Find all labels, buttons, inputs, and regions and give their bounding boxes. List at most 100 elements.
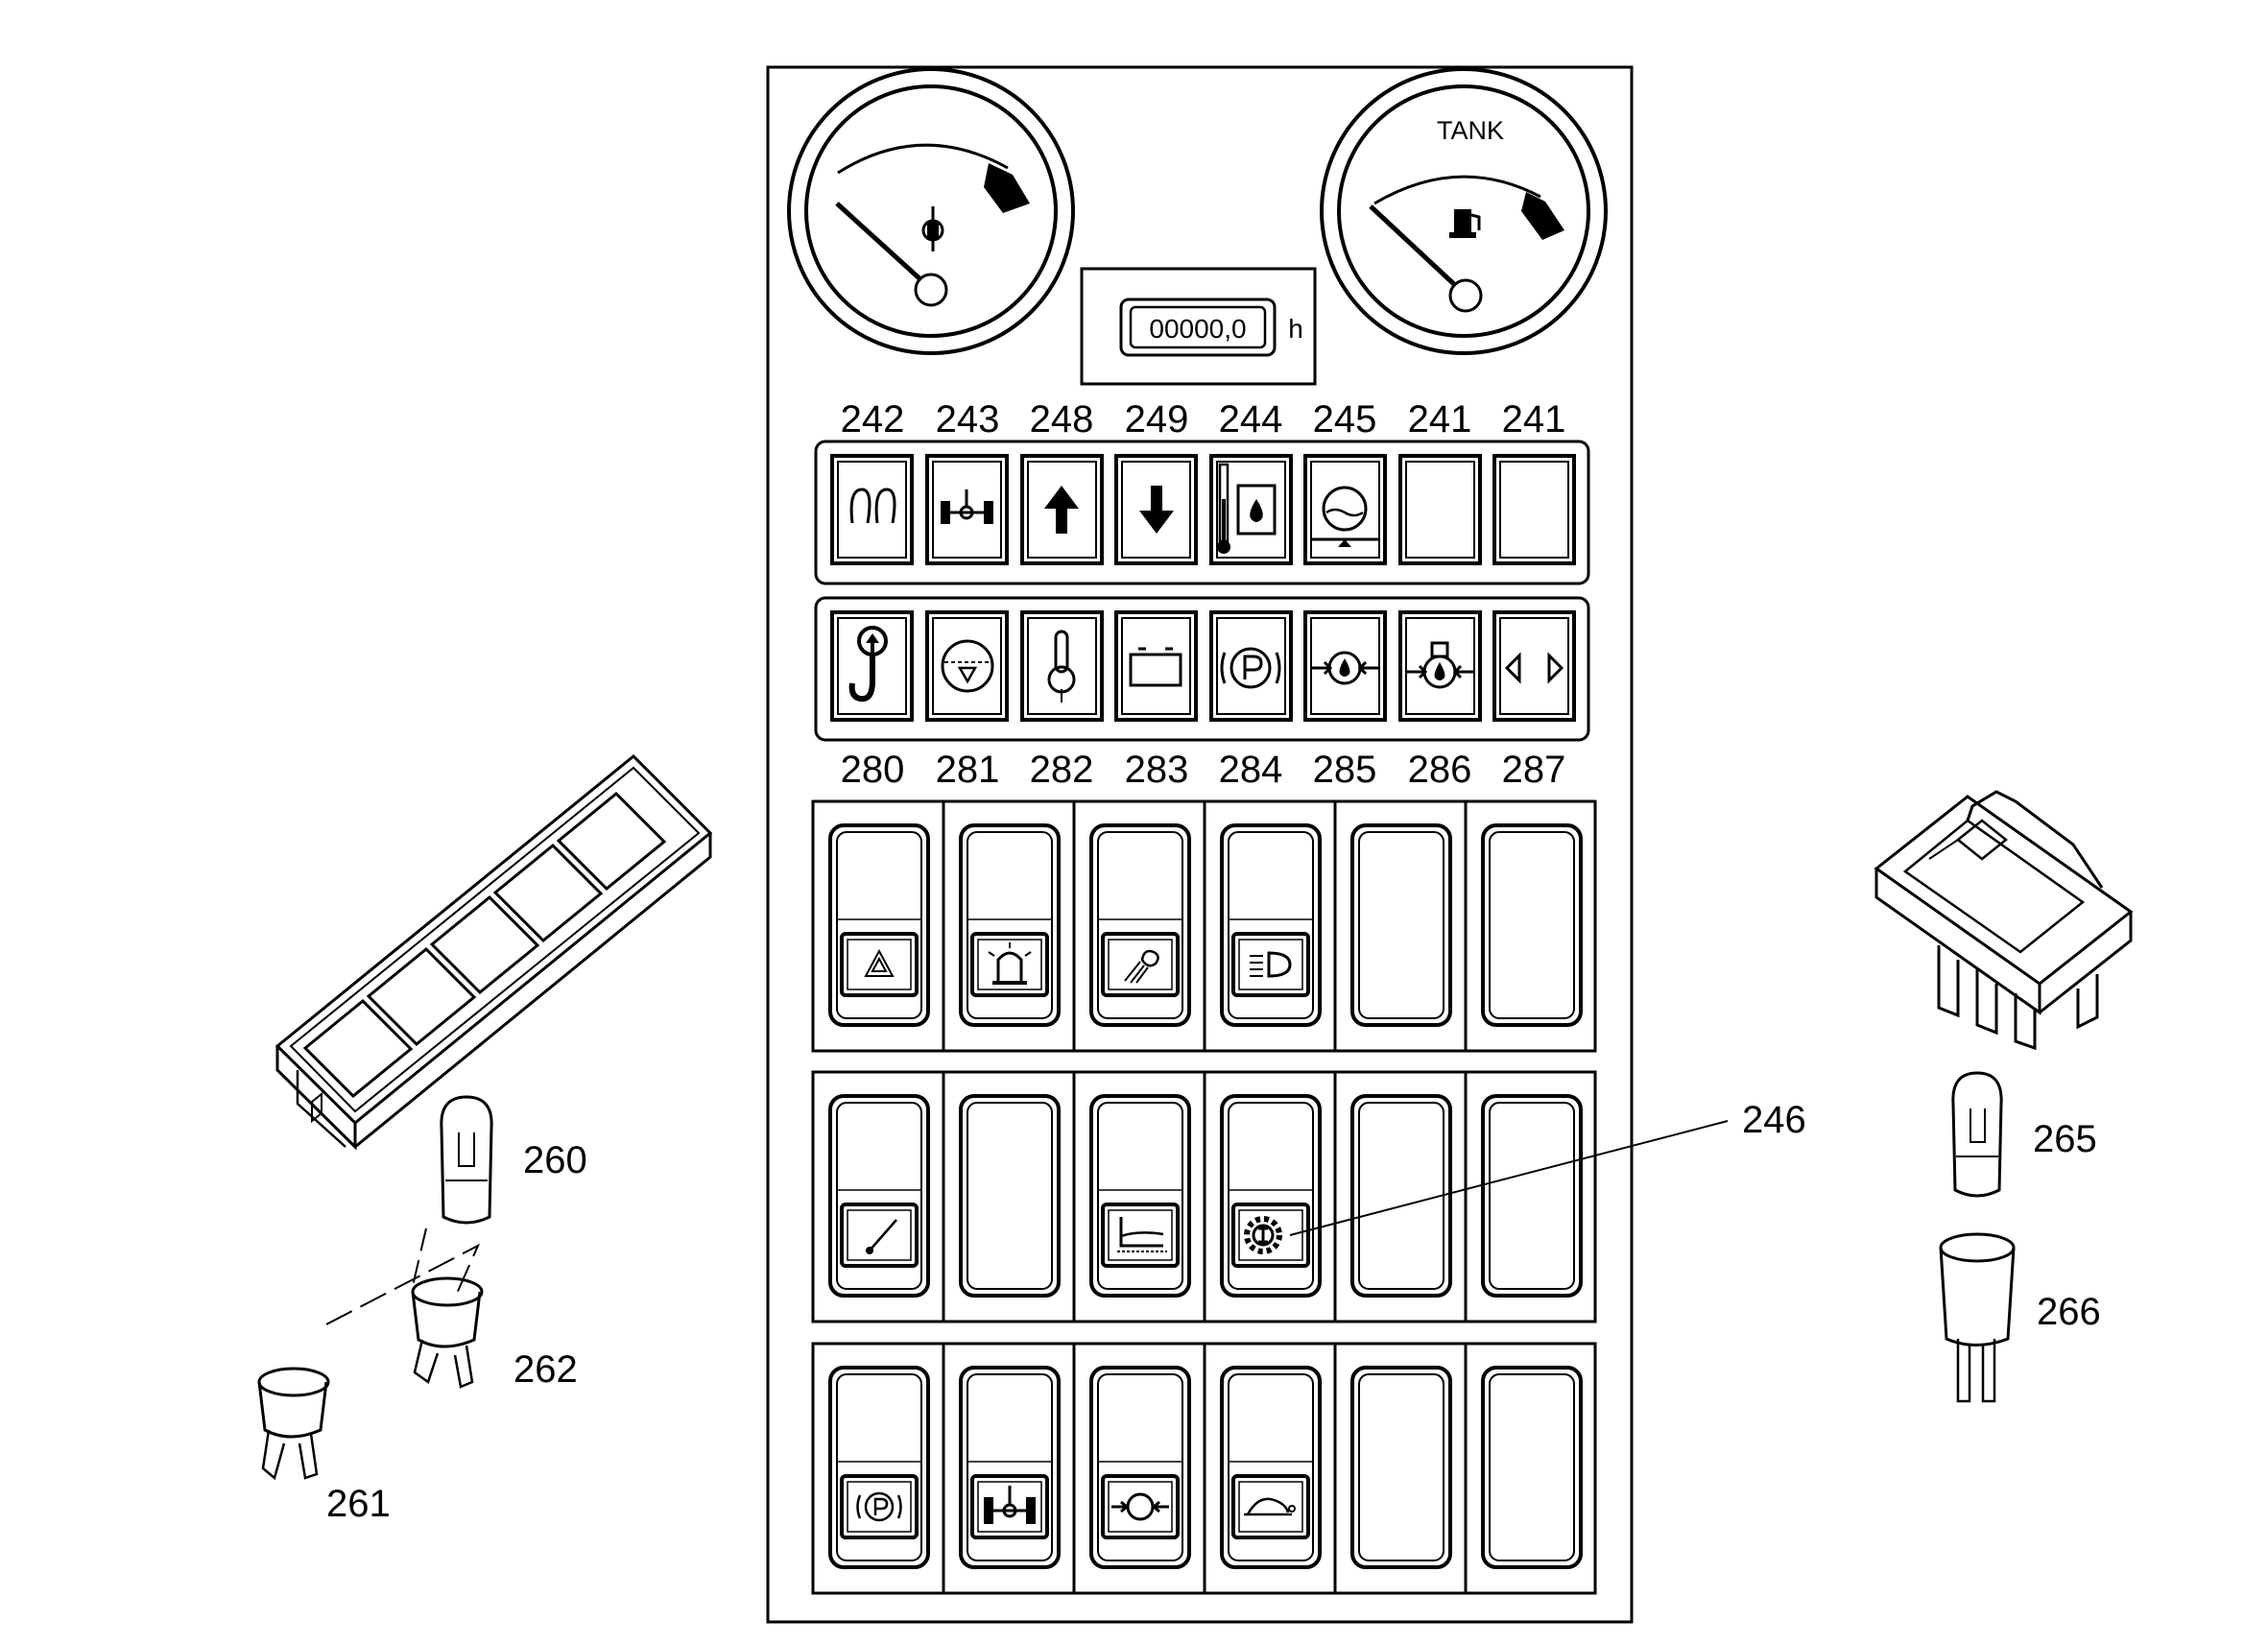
fuel-gauge: TANK: [1320, 67, 1608, 355]
boom-icon: [866, 1219, 897, 1254]
label-284: 284: [1219, 749, 1283, 791]
indicator-row-1: [814, 440, 1590, 585]
indicator-244: [1209, 454, 1293, 565]
label-245: 245: [1313, 398, 1377, 441]
air-filter-icon: [941, 639, 994, 693]
turn-signal-icon: [1504, 652, 1564, 684]
blank-switch-r2-6[interactable]: [1481, 1094, 1583, 1298]
work-light-icon: [1124, 949, 1159, 984]
indicator-284: [1209, 610, 1293, 722]
parking-brake-switch[interactable]: [828, 1366, 930, 1569]
indicator-285: [1303, 610, 1387, 722]
socket-266: 266: [1939, 1232, 2101, 1403]
headlight-switch[interactable]: [1220, 823, 1322, 1027]
switch-frame-detail: [275, 753, 713, 1151]
thermometer-icon: [921, 206, 944, 251]
callout-265-label: 265: [2033, 1118, 2097, 1160]
label-248: 248: [1030, 398, 1094, 441]
indicator-row-2: [814, 596, 1590, 742]
label-243: 243: [936, 398, 1000, 441]
label-244: 244: [1219, 398, 1283, 441]
indicator-287: [1492, 610, 1576, 722]
label-282: 282: [1030, 749, 1094, 791]
switch-row-3: [811, 1342, 1597, 1595]
switch-row-1: [811, 799, 1597, 1053]
engine-oil-pressure-icon: [1406, 641, 1474, 689]
beacon-icon: [988, 942, 1032, 985]
blank-switch-r1-6[interactable]: [1481, 823, 1583, 1027]
indicator-242: [830, 454, 914, 565]
boom-switch[interactable]: [828, 1094, 930, 1298]
indicator-248: [1020, 454, 1104, 565]
work-light-switch[interactable]: [1089, 823, 1191, 1027]
callout-246-label: 246: [1742, 1099, 1806, 1141]
rocker-switch-detail: [1874, 790, 2134, 1051]
label-241-a: 241: [1408, 398, 1472, 441]
transmission-icon: [1244, 1216, 1282, 1254]
axle-icon: [941, 489, 993, 524]
fuel-pump-icon: [1449, 209, 1481, 238]
hydraulic-oil-temperature-icon: [1217, 463, 1277, 554]
brake-pressure-icon: [1311, 651, 1379, 685]
label-249: 249: [1125, 398, 1189, 441]
indicator-row-2-labels: 280 281 282 283 284 285 286 287: [841, 749, 1566, 791]
hazard-icon: [864, 948, 895, 977]
indicator-row-1-labels: 242 243 248 249 244 245 241 241: [841, 398, 1566, 441]
hazard-switch[interactable]: [828, 823, 930, 1027]
indicator-241-b: [1492, 454, 1576, 565]
axle-lock-switch[interactable]: [959, 1366, 1061, 1569]
exploded-view-lines: [325, 1227, 481, 1325]
headlight-icon: [1250, 951, 1292, 978]
callout-260-label: 260: [523, 1139, 587, 1181]
blank-switch-r1-5[interactable]: [1350, 823, 1452, 1027]
hour-meter: 00000,0 h: [1080, 267, 1317, 386]
blank-switch-r2-5[interactable]: [1350, 1094, 1452, 1298]
arrow-up-icon: [1044, 486, 1079, 534]
label-283: 283: [1125, 749, 1189, 791]
blank-switch-r2-2[interactable]: [959, 1094, 1061, 1298]
brake-icon: [1111, 1492, 1169, 1521]
label-285: 285: [1313, 749, 1377, 791]
coolant-temperature-icon: [1047, 630, 1076, 703]
indicator-281: [925, 610, 1009, 722]
indicator-280: [830, 610, 914, 722]
indicator-249: [1114, 454, 1198, 565]
blade-icon: [1117, 1217, 1167, 1252]
blank-switch-r3-5[interactable]: [1350, 1366, 1452, 1569]
parking-brake-icon: [856, 1491, 902, 1522]
beacon-switch[interactable]: [959, 823, 1061, 1027]
indicator-286: [1398, 610, 1482, 722]
indicator-283: [1114, 610, 1198, 722]
brake-switch[interactable]: [1089, 1366, 1191, 1569]
label-280: 280: [841, 749, 905, 791]
arrow-down-icon: [1139, 486, 1174, 534]
coolant-level-icon: [1311, 486, 1379, 547]
callout-261-label: 261: [326, 1483, 391, 1525]
hour-meter-unit: h: [1288, 314, 1303, 344]
bulb-260: 260: [440, 1095, 587, 1225]
turtle-switch[interactable]: [1220, 1366, 1322, 1569]
indicator-243: [925, 454, 1009, 565]
label-287: 287: [1502, 749, 1566, 791]
label-242: 242: [841, 398, 905, 441]
switch-row-2: [811, 1070, 1597, 1323]
socket-262: 262: [411, 1276, 578, 1391]
blank-switch-r3-6[interactable]: [1481, 1366, 1583, 1569]
fuel-gauge-label: TANK: [1437, 116, 1504, 145]
turtle-icon: [1244, 1497, 1296, 1516]
transmission-switch[interactable]: [1220, 1094, 1322, 1298]
socket-261: 261: [257, 1367, 391, 1525]
label-281: 281: [936, 749, 1000, 791]
indicator-245: [1303, 454, 1387, 565]
hook-icon: [848, 626, 888, 703]
glow-plug-icon: [849, 488, 896, 524]
bulb-265: 265: [1951, 1071, 2097, 1198]
callout-246: 246: [1289, 1099, 1806, 1236]
blade-switch[interactable]: [1089, 1094, 1191, 1298]
battery-icon: [1129, 647, 1182, 687]
label-286: 286: [1408, 749, 1472, 791]
indicator-282: [1020, 610, 1104, 722]
parking-brake-icon: [1220, 647, 1281, 689]
callout-262-label: 262: [513, 1348, 578, 1391]
